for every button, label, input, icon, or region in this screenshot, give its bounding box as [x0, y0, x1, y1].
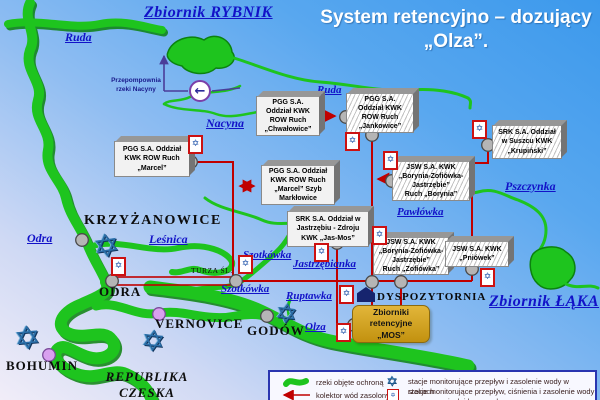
lesnica-river [89, 240, 236, 276]
mine-box-jankowice: PGG S.A. Oddział KWK ROW Ruch „Jankowice… [346, 93, 414, 133]
legend-river-icon [283, 378, 309, 387]
pump-icon: ← [189, 80, 211, 102]
pump-station-icon: ✡ [238, 255, 253, 274]
mine-box-marcel: PGG S.A. Oddział KWK ROW Ruch „Marcel” [114, 141, 190, 177]
pump-station-icon: ✡ [339, 285, 354, 304]
station-star-glyph: ✡ [475, 124, 484, 134]
legend-pump-station-icon: ✡ [387, 389, 399, 400]
legend-collector-label: kolektor wód zasolonych [316, 391, 398, 400]
label-lesnica: Leśnica [149, 232, 188, 246]
border-node [152, 307, 166, 321]
border-node [42, 348, 56, 362]
label-szotkowka-north: Szotkówka [243, 249, 292, 261]
station-star-glyph: ✡ [483, 272, 492, 282]
mine-box-borynia: JSW S.A. KWK „Borynia-Zofiówka- Jastrzęb… [392, 161, 470, 201]
ruptawka-river [286, 298, 292, 327]
nacyna-river-lower [162, 102, 260, 118]
station-star-glyph: ✡ [348, 136, 357, 146]
junction-node [229, 274, 243, 288]
label-republika-czeska: REPUBLIKA CZESKA [105, 369, 189, 400]
label-godow: GODÓW [247, 323, 305, 338]
pump-arrow-icon: ← [194, 83, 206, 99]
legend: rzeki objęte ochroną kolektor wód zasolo… [268, 370, 597, 400]
mine-box-jas-mos: SRK S.A. Oddział w Jastrzębiu - Zdroju K… [287, 211, 369, 247]
collector-marcel [197, 161, 234, 276]
label-krzyzanowice: KRZYŻANOWICE [84, 213, 222, 228]
label-olza: Olza [305, 321, 326, 333]
label-dyspozytornia: DYSPOZYTORNIA [377, 291, 487, 303]
station-star-glyph: ✡ [386, 155, 395, 165]
legend-river-station-icon: ✡ [386, 374, 398, 390]
label-odra-town: ODRA [99, 284, 142, 299]
mine-box-chwalowice: PGG S.A. Oddział KWK ROW Ruch „Chwałowic… [256, 96, 320, 136]
label-pszczynka: Pszczynka [505, 179, 556, 193]
label-turza: TURZA ŚL. [191, 266, 233, 275]
pump-station-icon: ✡ [188, 135, 203, 154]
pump-station-icon: ✡ [345, 132, 360, 151]
pszczynka-river-out [564, 282, 600, 290]
label-przepompownia: Przepompownia rzeki Nacyny [111, 77, 161, 94]
pump-station-icon: ✡ [111, 257, 126, 276]
station-star-glyph: ✡ [339, 327, 348, 337]
label-vernovice: VERNOVICE [155, 316, 244, 331]
label-jastrzebianka: Jastrzębianka [293, 258, 356, 270]
junction-node [365, 275, 379, 289]
label-odra-river: Odra [27, 231, 53, 245]
station-star-glyph: ✡ [375, 230, 384, 240]
junction-node [75, 233, 89, 247]
label-ruptawka: Ruptawka [286, 290, 332, 302]
station-star-glyph: ✡ [390, 392, 396, 399]
station-star-glyph: ✡ [342, 289, 351, 299]
rybnik-reservoir-shape [166, 35, 235, 75]
pump-station-icon: ✡ [336, 323, 351, 342]
legend-collector-icon [282, 390, 310, 400]
label-ruda-west: Ruda [65, 30, 92, 44]
river-station-icon: ✡ [12, 317, 43, 359]
collector-krupinski [471, 152, 489, 264]
mine-box-pniowek: JSW S.A. KWK „Pniówek” [445, 241, 509, 267]
pump-station-icon: ✡ [472, 120, 487, 139]
river-station-icon: ✡ [139, 322, 168, 360]
pump-station-icon: ✡ [372, 226, 387, 245]
label-zbiornik-laka: Zbiornik ŁĄKA [489, 293, 600, 310]
pump-station-icon: ✡ [314, 243, 329, 262]
legend-pump-stations-label: stacje monitorujące przepływ, ciśnienia … [408, 387, 595, 400]
station-star-glyph: ✡ [114, 261, 123, 271]
label-szotkowka-south: Szotkówka [221, 283, 270, 295]
label-nacyna: Nacyna [206, 116, 244, 130]
mine-box-krupinski: SRK S.A. Oddział w Suszcu KWK „Krupiński… [492, 125, 562, 159]
slide-title: System retencyjno – dozujący „Olza”. [320, 7, 592, 52]
ruda-river-west [4, 18, 166, 34]
pump-station-icon: ✡ [480, 268, 495, 287]
legend-rivers-label: rzeki objęte ochroną [316, 378, 384, 387]
pump-station-icon: ✡ [383, 151, 398, 170]
mine-box-marcel-szyb: PGG S.A. Oddział KWK ROW Ruch „Marcel” S… [261, 165, 335, 205]
label-bohumin: BOHUMIN [6, 358, 78, 373]
junction-node [260, 309, 274, 323]
station-star-glyph: ✡ [191, 139, 200, 149]
label-pawlowka: Pawłówka [397, 206, 444, 218]
station-star-glyph: ✡ [317, 247, 326, 257]
olza-river [143, 280, 475, 373]
station-star-glyph: ✡ [241, 259, 250, 269]
label-zbiornik-rybnik: Zbiornik RYBNIK [144, 4, 273, 21]
mos-reservoir-box: Zbiorniki retencyjne „MOS” [352, 305, 430, 343]
odra-river-meanders [49, 276, 158, 400]
legend-river-stations-label: stacje monitorujące przepływ i zasolenie… [408, 377, 569, 396]
river-station-icon: ✡ [273, 297, 300, 332]
junction-node [394, 275, 408, 289]
dispatch-house-icon [357, 287, 375, 302]
laka-reservoir-shape [529, 246, 576, 290]
pump-lines [159, 54, 241, 92]
